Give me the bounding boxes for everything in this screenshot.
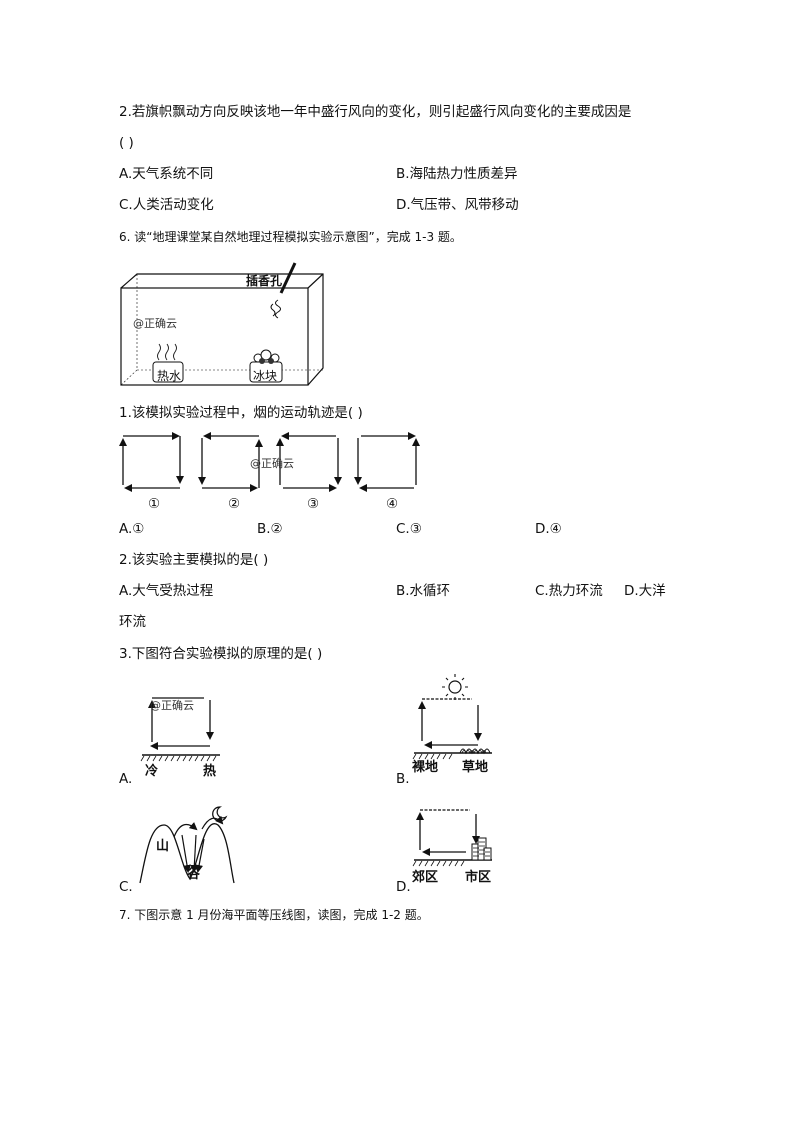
option-c-diagram [139,806,235,884]
experiment-box-figure [120,262,324,386]
option-c-letter: C. [119,879,133,895]
option-b-diagram [412,674,492,760]
trajectory-3 [276,432,342,492]
diagram-label-2: ② [228,496,241,512]
option-b-bare-land-label: 裸地 [412,760,439,775]
watermark-2: @正确云 [250,457,294,470]
option-b-grass-label: 草地 [462,760,489,775]
sub2-option-b: B.水循环 [396,583,451,599]
incense-hole-label: 插香孔 [246,274,283,288]
watermark-3: @正确云 [150,699,194,712]
sub2-option-a: A.大气受热过程 [119,583,214,599]
option-d-urban-label: 市区 [465,870,492,885]
sub1-option-d: D.④ [535,521,562,537]
option-a-cold-label: 冷 [145,764,159,779]
option-a-diagram [140,697,220,762]
sub1-option-c: C.③ [396,521,422,537]
option-d-diagram [412,809,492,867]
ice-label: 冰块 [253,369,278,383]
answer-paren: ( ) [119,135,134,151]
watermark: @正确云 [133,317,177,330]
smoke-trajectory-diagrams [119,432,420,492]
diagram-label-3: ③ [307,496,320,512]
option-c-valley-label: 谷 [187,867,201,882]
option-b: B.海陆热力性质差异 [396,166,518,182]
question-6-stem: 6. 读“地理课堂某自然地理过程模拟实验示意图”，完成 1-3 题。 [119,230,462,244]
sub1-option-b: B.② [257,521,283,537]
option-b-letter: B. [396,771,410,787]
trajectory-4 [354,432,420,492]
option-c-mountain-label: 山 [156,839,170,854]
option-a: A.天气系统不同 [119,166,214,182]
sub1-option-a: A.① [119,521,145,537]
hot-water-label: 热水 [157,369,182,383]
sub-question-3-stem: 3.下图符合实验模拟的原理的是( ) [119,646,323,662]
option-a-letter: A. [119,771,133,787]
diagram-label-4: ④ [386,496,399,512]
trajectory-1 [119,432,184,492]
sub2-option-d: D.大洋 [624,583,666,599]
option-d: D.气压带、风带移动 [396,197,519,213]
diagram-label-1: ① [148,496,161,512]
sub2-option-c: C.热力环流 [535,583,603,599]
question-2-stem: 2.若旗帜飘动方向反映该地一年中盛行风向的变化，则引起盛行风向变化的主要成因是 [119,104,632,120]
option-d-suburb-label: 郊区 [412,870,439,885]
option-c: C.人类活动变化 [119,197,214,213]
sub-question-1-stem: 1.该模拟实验过程中，烟的运动轨迹是( ) [119,405,363,421]
sub-question-2-stem: 2.该实验主要模拟的是( ) [119,552,269,568]
option-d-letter: D. [396,879,411,895]
trajectory-2 [198,432,263,492]
option-a-hot-label: 热 [203,764,217,779]
sub2-option-d-continued: 环流 [119,614,146,630]
question-7-stem: 7. 下图示意 1 月份海平面等压线图，读图，完成 1-2 题。 [119,908,429,922]
